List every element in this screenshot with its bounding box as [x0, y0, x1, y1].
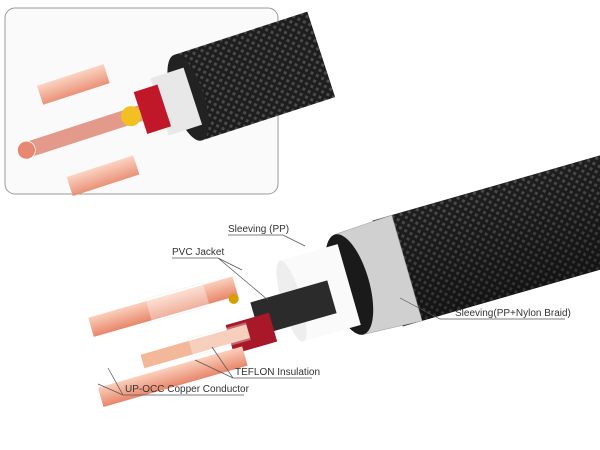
label-text: Sleeving(PP+Nylon Braid): [455, 308, 571, 319]
label-teflon: TEFLON Insulation: [194, 346, 320, 379]
label-sleeving-braid: Sleeving(PP+Nylon Braid): [399, 297, 571, 320]
inset-closeup: [4, 7, 336, 197]
label-text: UP-OCC Copper Conductor: [125, 384, 250, 395]
label-text: PVC Jacket: [172, 247, 224, 258]
label-pvc-jacket: PVC Jacket: [172, 247, 269, 301]
label-text: Sleeving (PP): [228, 224, 289, 235]
label-text: TEFLON Insulation: [235, 367, 320, 378]
label-conductor: UP-OCC Copper Conductor: [97, 367, 250, 396]
label-sleeving-pp: Sleeving (PP): [228, 224, 306, 247]
main-cable: [88, 132, 600, 407]
